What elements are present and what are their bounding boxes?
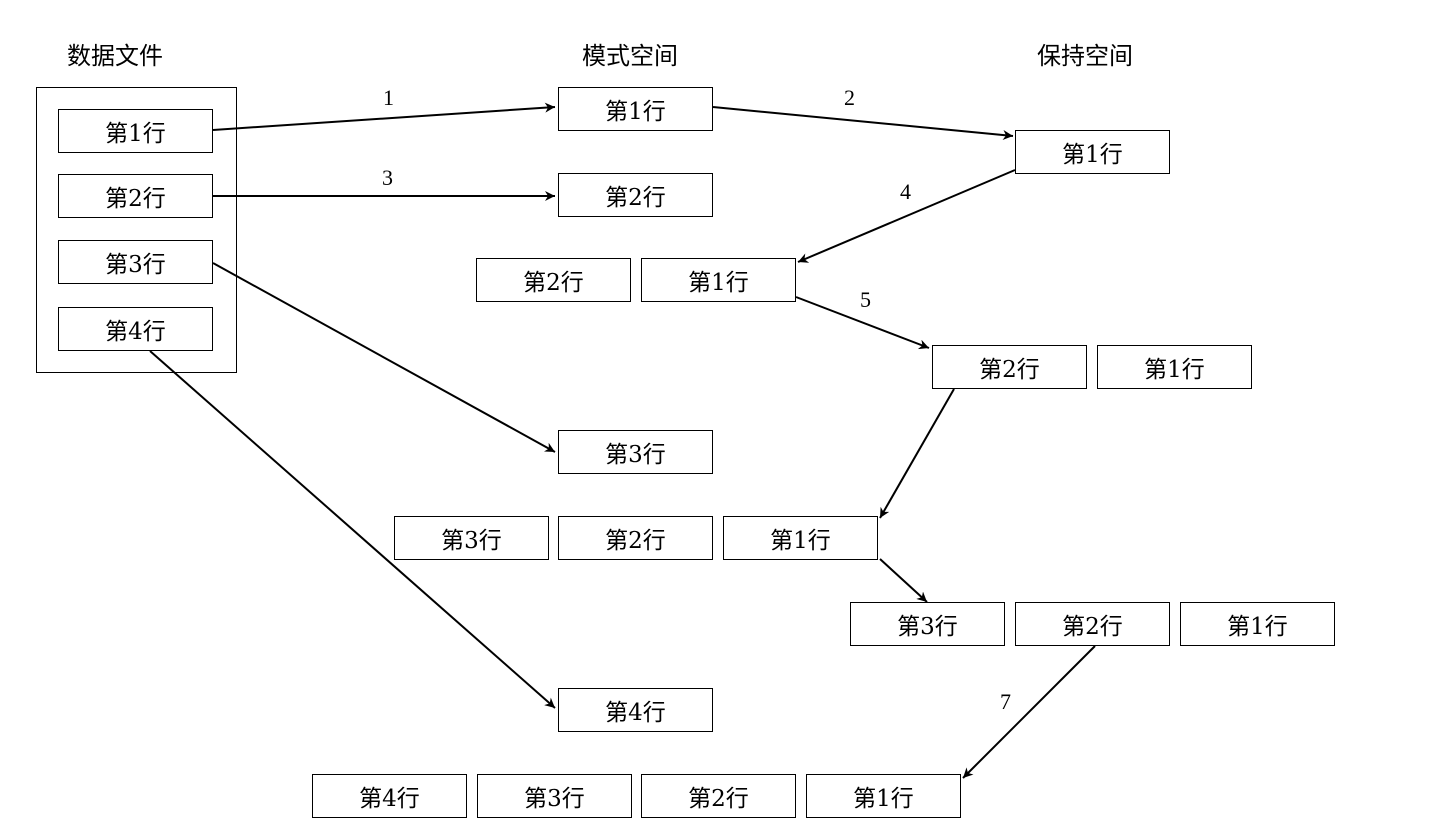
- data-file-header: 数据文件: [67, 42, 163, 70]
- pattern-space-line-1: 第1行: [558, 87, 713, 131]
- pattern-space-line-3: 第3行: [558, 430, 713, 474]
- arrow-step-1: [212, 102, 556, 131]
- pattern-space-header: 模式空间: [582, 42, 678, 70]
- hold-space-step5-item-2: 第1行: [1097, 345, 1252, 389]
- arrow-pattern-to-hold-3: [879, 558, 928, 603]
- pattern-space-final-item-2: 第3行: [477, 774, 632, 818]
- pattern-space-step4-item-2: 第1行: [641, 258, 796, 302]
- step-label-3: 3: [382, 165, 393, 190]
- pattern-space-final-item-3: 第2行: [641, 774, 796, 818]
- hold-space-step5-item-1: 第2行: [932, 345, 1087, 389]
- arrow-hold-to-pattern-2: [879, 388, 955, 519]
- data-file-frame: [36, 87, 237, 373]
- pattern-space-final-item-4: 第1行: [806, 774, 961, 818]
- hold-space-step2-item-1: 第1行: [1015, 130, 1170, 174]
- arrow-line4-to-pattern: [149, 350, 556, 709]
- step-label-2: 2: [844, 85, 855, 110]
- data-file-line-4: 第4行: [58, 307, 213, 351]
- arrow-step-4: [797, 169, 1016, 263]
- step-label-7: 7: [1000, 689, 1011, 714]
- step-label-1: 1: [383, 85, 394, 110]
- pattern-space-step6-item-1: 第3行: [394, 516, 549, 560]
- pattern-space-step4-item-1: 第2行: [476, 258, 631, 302]
- pattern-space-final-item-1: 第4行: [312, 774, 467, 818]
- step-label-4: 4: [900, 179, 911, 204]
- pattern-space-line-2: 第2行: [558, 173, 713, 217]
- pattern-space-step6-item-2: 第2行: [558, 516, 713, 560]
- data-file-line-2: 第2行: [58, 174, 213, 218]
- data-file-line-1: 第1行: [58, 109, 213, 153]
- data-file-line-3: 第3行: [58, 240, 213, 284]
- pattern-space-step6-item-3: 第1行: [723, 516, 878, 560]
- arrow-line3-to-pattern: [212, 262, 556, 453]
- arrow-step-2: [712, 106, 1014, 141]
- step-label-5: 5: [860, 287, 871, 312]
- hold-space-step6-item-1: 第3行: [850, 602, 1005, 646]
- pattern-space-line-4: 第4行: [558, 688, 713, 732]
- hold-space-header: 保持空间: [1037, 42, 1133, 70]
- arrow-step-7: [962, 645, 1096, 779]
- hold-space-step6-item-3: 第1行: [1180, 602, 1335, 646]
- hold-space-step6-item-2: 第2行: [1015, 602, 1170, 646]
- arrow-step-5: [795, 296, 930, 350]
